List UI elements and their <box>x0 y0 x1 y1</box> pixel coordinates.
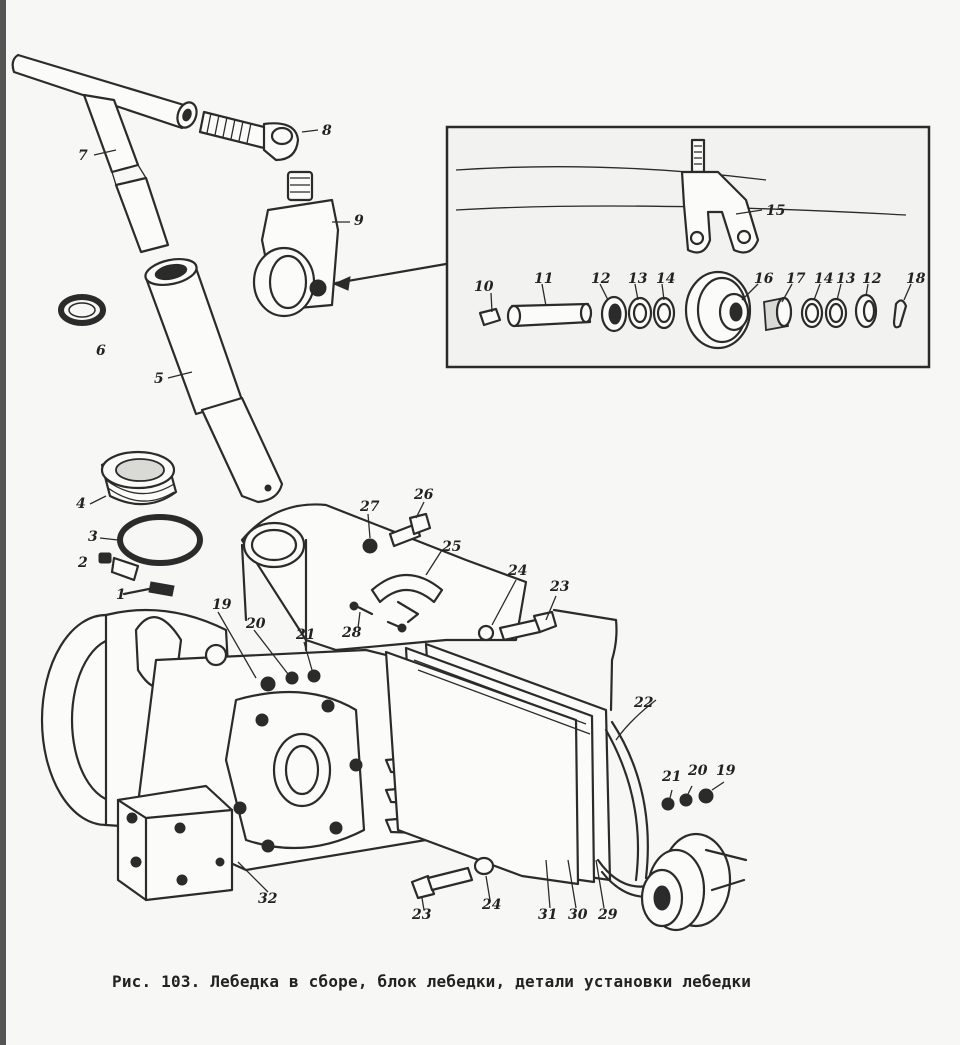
callout-25: 25 <box>442 539 462 555</box>
axle-part-11 <box>506 302 593 328</box>
callout-29: 29 <box>598 907 618 923</box>
callout-7: 7 <box>78 148 88 164</box>
studs-part-28 <box>349 601 407 633</box>
winch-exploded-drawing <box>11 53 931 932</box>
callout-12-left: 12 <box>591 271 611 287</box>
bushing-part-12b <box>854 293 878 329</box>
clamp-part-3 <box>110 514 203 582</box>
bracket-part-25 <box>370 573 444 624</box>
callout-16: 16 <box>754 271 774 287</box>
callout-24-upper: 24 <box>508 563 528 579</box>
callout-19-right: 19 <box>716 763 736 779</box>
callout-13-left: 13 <box>628 271 648 287</box>
nut-part-2 <box>98 552 112 564</box>
callout-22: 22 <box>634 695 654 711</box>
leader-lines <box>89 129 912 911</box>
fork-part-15 <box>680 138 760 254</box>
bolt-part-23a <box>498 610 558 642</box>
nut-part-19b <box>698 788 714 804</box>
callout-31: 31 <box>538 907 558 923</box>
roller-bracket-part-9 <box>252 170 340 318</box>
figure-caption: Рис. 103. Лебедка в сборе, блок лебедки,… <box>112 972 752 991</box>
callout-23-upper: 23 <box>550 579 570 595</box>
callout-6: 6 <box>96 343 106 359</box>
callout-32: 32 <box>258 891 278 907</box>
seal-part-4 <box>100 450 178 506</box>
screw-part-8 <box>198 110 300 162</box>
callout-27: 27 <box>360 499 380 515</box>
washer-part-14b <box>800 297 824 329</box>
cover-plates-29-31 <box>384 642 612 886</box>
callout-26: 26 <box>414 487 434 503</box>
belts-part-22 <box>552 608 748 932</box>
bushing-part-12a <box>600 295 628 333</box>
callout-23-lower: 23 <box>412 907 432 923</box>
callout-9: 9 <box>354 213 364 229</box>
callout-21-left: 21 <box>296 627 316 643</box>
callout-24-lower: 24 <box>482 897 502 913</box>
washer-part-14a <box>652 296 676 330</box>
callout-5: 5 <box>154 371 164 387</box>
nut-part-21b <box>661 797 675 811</box>
callout-28: 28 <box>342 625 362 641</box>
callout-21-right: 21 <box>662 769 682 785</box>
callout-2: 2 <box>78 555 88 571</box>
callout-19-left: 19 <box>212 597 232 613</box>
callout-20-right: 20 <box>688 763 708 779</box>
nut-part-27 <box>362 538 378 554</box>
callout-14-right: 14 <box>814 271 834 287</box>
washer-part-24b <box>473 856 495 876</box>
callout-10: 10 <box>474 279 494 295</box>
bushing-part-17 <box>763 296 793 332</box>
pulley-part-16 <box>684 270 752 350</box>
tube-part-5 <box>144 257 284 504</box>
handle-part-7 <box>11 53 198 254</box>
bolt-part-23b <box>410 866 474 900</box>
callout-12-right: 12 <box>862 271 882 287</box>
roller-detail-inset <box>445 125 931 369</box>
seal-part-13b <box>824 297 848 329</box>
callout-13-right: 13 <box>836 271 856 287</box>
bolt-part-26 <box>388 512 432 548</box>
callout-20-left: 20 <box>246 616 266 632</box>
callout-17: 17 <box>786 271 806 287</box>
callout-8: 8 <box>322 123 332 139</box>
cotter-pin-part-18 <box>892 299 908 329</box>
callout-1: 1 <box>116 587 126 603</box>
callout-14-left: 14 <box>656 271 676 287</box>
callout-15: 15 <box>766 203 786 219</box>
callout-11: 11 <box>534 271 554 287</box>
washer-part-24a <box>477 624 495 642</box>
callout-4: 4 <box>76 496 86 512</box>
ring-part-6 <box>58 294 106 326</box>
bolt-part-1 <box>122 581 175 597</box>
washer-part-20b <box>679 793 693 807</box>
seal-part-13a <box>627 296 653 330</box>
callout-30: 30 <box>568 907 588 923</box>
callout-3: 3 <box>88 529 98 545</box>
callout-18: 18 <box>906 271 926 287</box>
